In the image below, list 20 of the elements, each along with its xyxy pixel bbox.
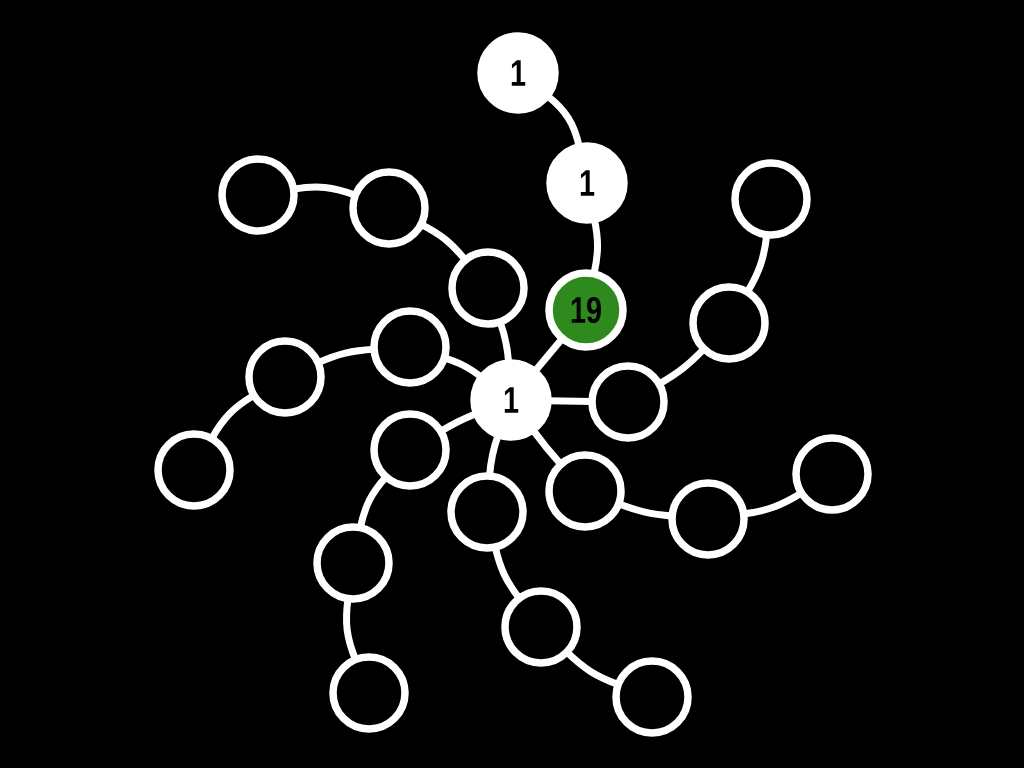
connector-line [293,183,357,199]
connector-line [486,433,502,477]
connector-line [343,598,359,661]
connector-line [532,336,565,374]
connector-line [617,500,673,520]
connector-line [545,93,583,148]
connector-line [443,354,484,381]
connector-line [438,410,478,435]
empty-circle [612,657,692,737]
empty-circle [329,653,409,733]
connector-line [316,345,375,366]
connector-line [491,546,523,601]
connector-line [657,346,707,387]
connector-line [208,392,256,441]
empty-circle [501,587,581,667]
connector-line [356,474,389,529]
connector-line [743,490,804,518]
connector-line [496,320,513,364]
connector-line [530,427,564,467]
connector-line [419,221,468,263]
